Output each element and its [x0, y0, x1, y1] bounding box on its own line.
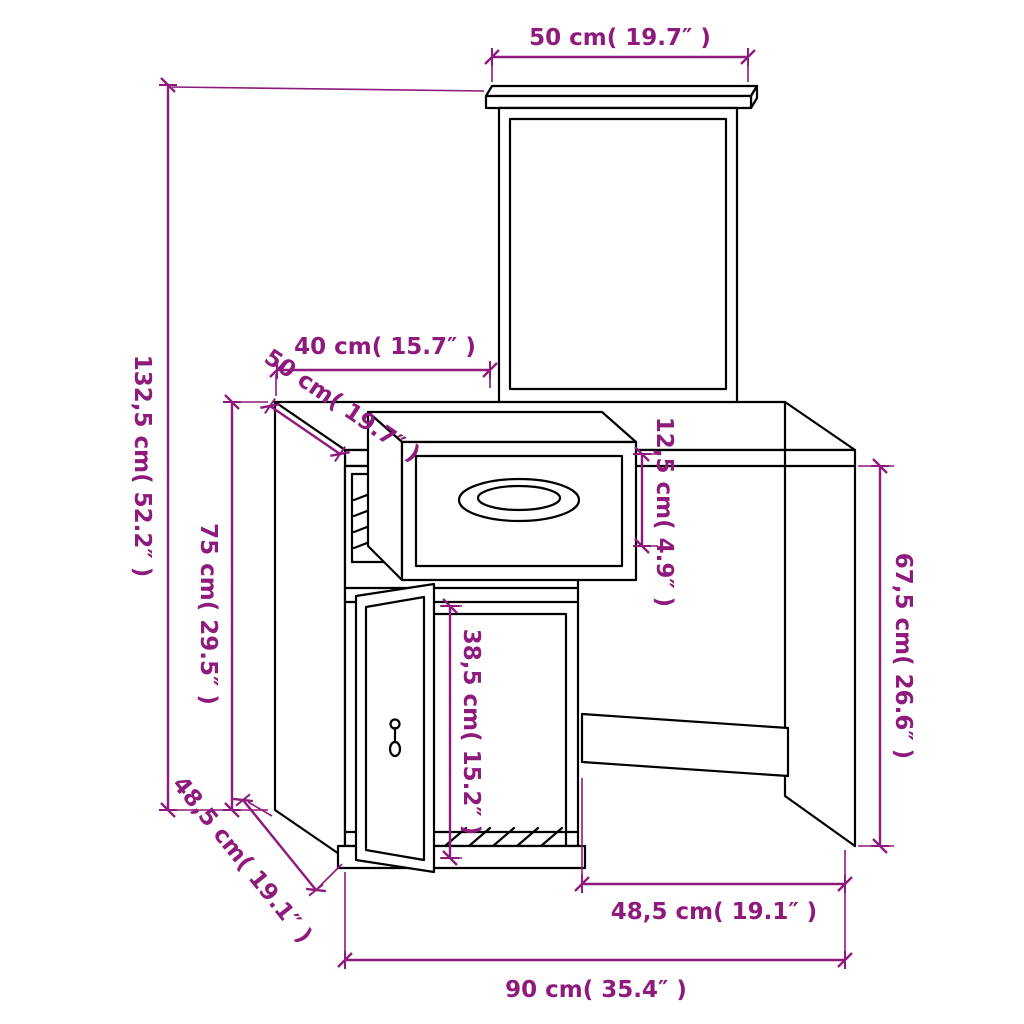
left-side-panel: [273, 400, 347, 860]
modesty-rail: [580, 712, 790, 778]
mirror-frame: [508, 117, 728, 391]
dim-label-mirror-width: 50 cm( 19.7″ ): [529, 25, 711, 51]
right-panel: [783, 400, 857, 848]
dim-label-total-width: 90 cm( 35.4″ ): [505, 977, 687, 1003]
drawer-handle-icon: [457, 477, 581, 523]
dim-line-base-depth: [233, 793, 326, 897]
drawer: [366, 410, 638, 582]
dim-label-knee-clearance: 67,5 cm( 26.6″ ): [890, 553, 916, 759]
cabinet-door: [354, 582, 436, 874]
mirror-top-cap: [484, 84, 759, 110]
dim-label-door-opening: 38,5 cm( 15.2″ ): [458, 629, 484, 835]
dimension-lines: [159, 48, 889, 969]
furniture-drawing: [273, 84, 857, 874]
key-icon: [388, 740, 402, 758]
mirror: [497, 106, 739, 406]
dim-label-total-height: 132,5 cm( 52.2″ ): [129, 355, 155, 577]
dim-label-cabinet-height: 75 cm( 29.5″ ): [195, 523, 221, 705]
dim-label-top-left-width: 40 cm( 15.7″ ): [294, 334, 476, 360]
dim-label-drawer-height: 12,5 cm( 4.9″ ): [651, 417, 677, 607]
dim-line-top-depth: [260, 398, 350, 462]
dim-label-desk-width: 48,5 cm( 19.1″ ): [611, 899, 817, 925]
